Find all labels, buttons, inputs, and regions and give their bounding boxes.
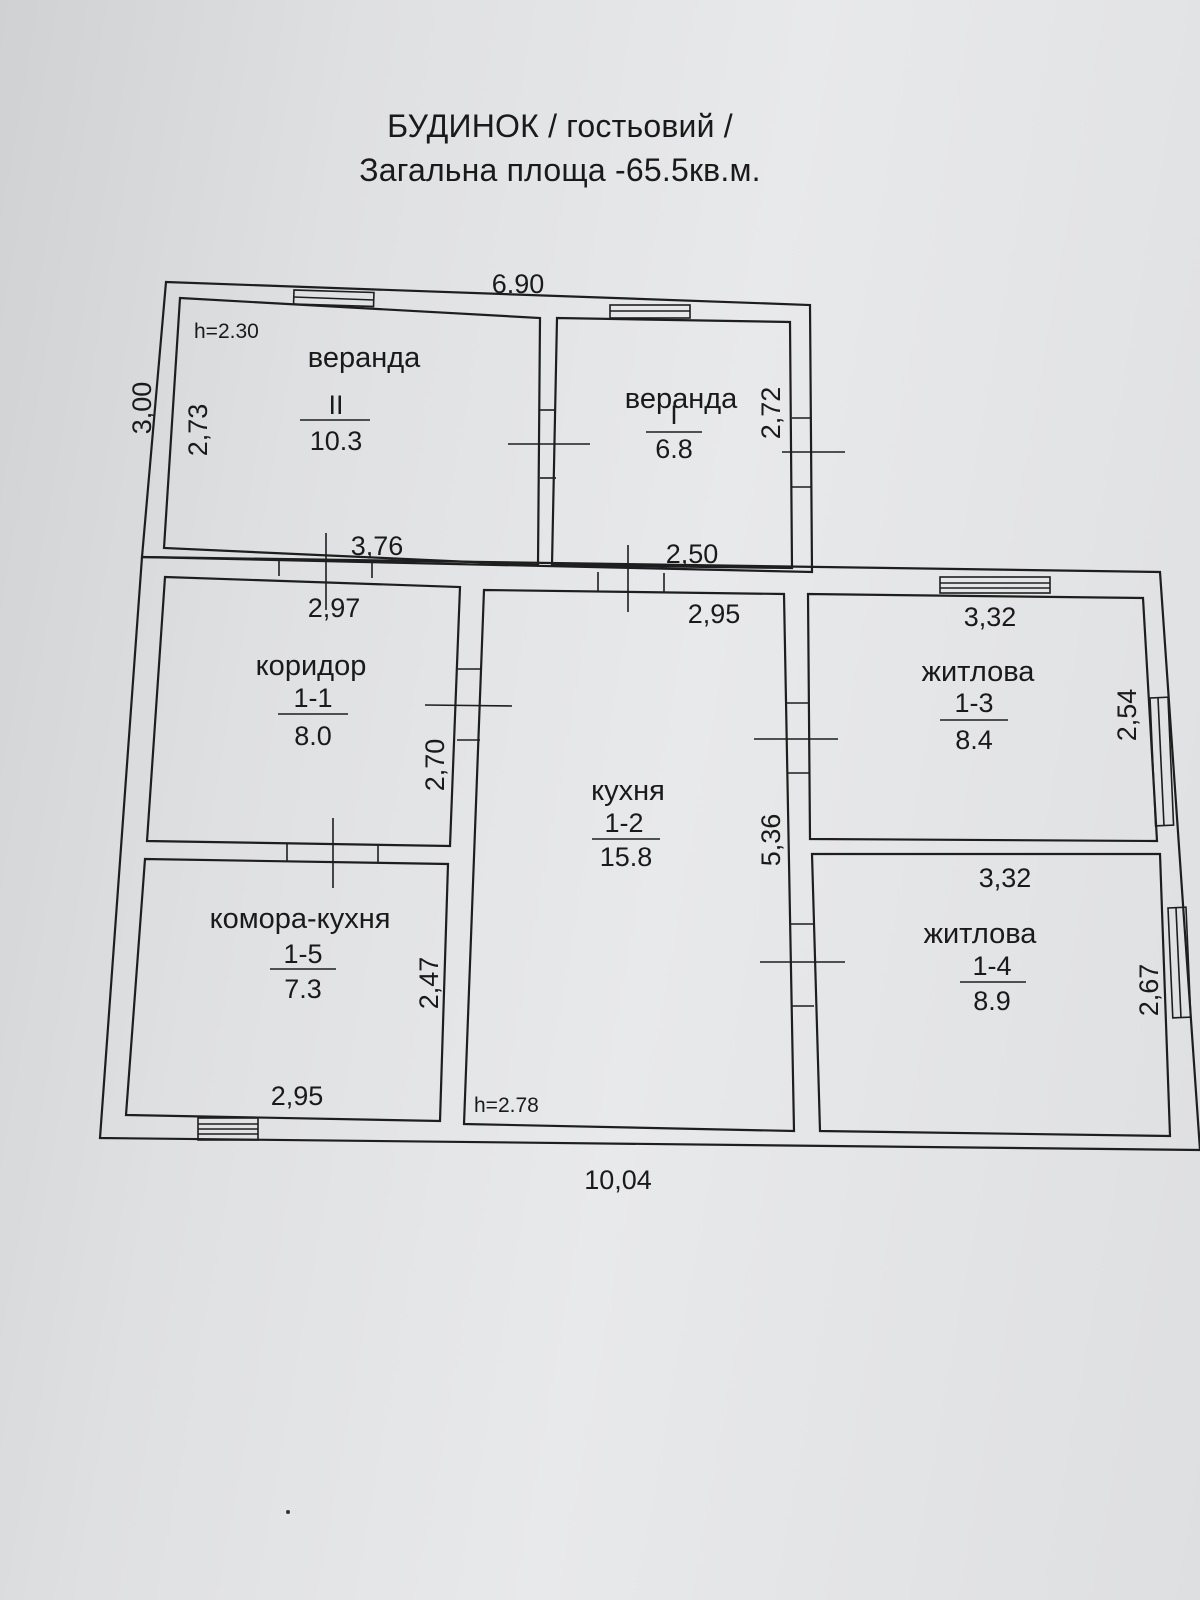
kitchen-living-1-4-door (760, 923, 845, 1007)
kitchen-top-door (597, 545, 665, 612)
corridor-kitchen-door (424, 668, 513, 741)
plan-total-area: Загальна площа -65.5кв.м. (359, 152, 761, 188)
kitchen-ceiling-height: h=2.78 (474, 1094, 539, 1117)
room-corridor: коридор 1-1 8.0 (256, 650, 367, 751)
room-number: 1-3 (954, 688, 993, 718)
room-number: 1-5 (283, 939, 322, 969)
corridor-pantry-door (286, 818, 379, 888)
dim-living-1-4-height: 2,67 (1134, 964, 1164, 1017)
dim-living-1-3-height: 2,54 (1112, 689, 1142, 742)
dim-veranda-i-height: 2,72 (756, 387, 786, 440)
veranda-ceiling-height: h=2.30 (194, 320, 259, 343)
veranda-ii-inner-wall (162, 296, 542, 567)
room-number: I (670, 400, 678, 430)
dim-corridor-height: 2,70 (420, 739, 450, 792)
room-number: 1-2 (604, 808, 643, 838)
paper-speck (286, 1510, 290, 1514)
dim-veranda-outer-height: 3,00 (127, 382, 157, 435)
room-area: 6.8 (655, 434, 693, 464)
pantry-bottom-window (197, 1117, 259, 1141)
dim-veranda-ii-height: 2,73 (183, 404, 213, 457)
dim-living-1-4-width: 3,32 (979, 863, 1032, 893)
room-area: 7.3 (284, 974, 322, 1004)
living-1-4-side-window (1167, 906, 1192, 1019)
room-name: кухня (591, 775, 665, 807)
dim-pantry-width: 2,95 (271, 1081, 324, 1111)
house-outer-wall (98, 555, 1200, 1152)
room-kitchen: кухня 1-2 15.8 (591, 775, 665, 872)
room-area: 8.9 (973, 986, 1011, 1016)
veranda-i-side-door (782, 417, 845, 488)
room-name: комора-кухня (210, 903, 391, 935)
room-area: 8.0 (294, 721, 332, 751)
living-1-3-inner-wall (806, 592, 1159, 843)
room-name: житлова (922, 656, 1036, 688)
veranda-outer-wall (140, 280, 814, 574)
corridor-inner-wall (145, 575, 462, 848)
pantry-inner-wall (124, 857, 450, 1123)
dim-veranda-ii-width: 3,76 (351, 531, 404, 561)
living-1-3-top-window (939, 576, 1051, 594)
dim-veranda-top: 6.90 (492, 269, 545, 299)
dim-house-length: 10,04 (584, 1165, 652, 1195)
room-living-1-4: житлова 1-4 8.9 (924, 918, 1038, 1016)
room-veranda-ii: веранда II 10.3 (300, 342, 421, 456)
dim-pantry-height: 2,47 (414, 957, 444, 1010)
room-area: 15.8 (600, 842, 653, 872)
dim-kitchen-width: 2,95 (688, 599, 741, 629)
room-number: 1-1 (293, 683, 332, 713)
room-name: коридор (256, 650, 367, 682)
veranda-ii-window (292, 289, 375, 308)
room-name: житлова (924, 918, 1038, 950)
dim-living-1-3-width: 3,32 (964, 602, 1017, 632)
dim-corridor-width: 2,97 (308, 593, 361, 623)
house-block-walls (98, 533, 1200, 1152)
dim-kitchen-height: 5,36 (756, 814, 786, 867)
room-number: 1-4 (972, 951, 1011, 981)
living-1-3-side-window (1149, 696, 1175, 827)
plan-title: БУДИНОК / гостьовий / (387, 108, 733, 144)
room-living-1-3: житлова 1-3 8.4 (922, 656, 1036, 755)
kitchen-living-1-3-door (754, 702, 838, 774)
room-name: веранда (308, 342, 421, 374)
room-number: II (328, 390, 343, 420)
room-pantry: комора-кухня 1-5 7.3 (210, 903, 391, 1004)
room-name: веранда (625, 383, 738, 415)
room-veranda-i: веранда I 6.8 (625, 383, 738, 464)
veranda-i-window (609, 304, 691, 319)
veranda-i-inner-wall (550, 316, 794, 570)
dim-veranda-i-width: 2,50 (666, 539, 719, 569)
room-area: 8.4 (955, 725, 993, 755)
corridor-entry-door (278, 533, 373, 610)
veranda-block-walls (140, 280, 845, 574)
veranda-partition-door (508, 409, 590, 479)
room-area: 10.3 (310, 426, 363, 456)
living-1-4-inner-wall (810, 852, 1172, 1138)
kitchen-inner-wall (462, 588, 796, 1133)
